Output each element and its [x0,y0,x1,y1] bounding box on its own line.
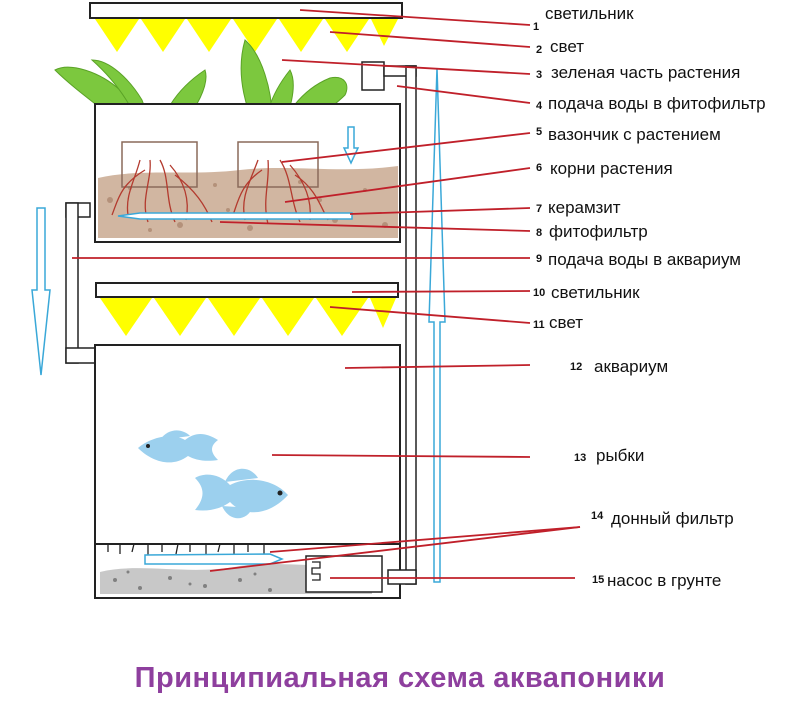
svg-text:свет: свет [550,37,584,56]
svg-text:зеленая часть растения: зеленая часть растения [551,63,740,82]
callout-4: 4 подача воды в фитофильтр [536,94,766,113]
svg-text:1: 1 [533,21,539,33]
svg-text:3: 3 [536,69,542,81]
callout-14: 14 донный фильтр [591,509,734,528]
pump-coil [311,561,321,581]
svg-text:подача воды в фитофильтр: подача воды в фитофильтр [548,94,766,113]
svg-text:рыбки: рыбки [596,446,644,465]
aquarium-light-cones [100,298,396,336]
fish-large [195,468,288,519]
phytofilter-flow-arrow [117,212,353,220]
callout-1: 1 светильник [533,4,634,33]
bottom-filter-slots [107,543,265,556]
svg-text:12: 12 [570,361,582,373]
callout-9: 9 подача воды в аквариум [536,250,741,269]
callout-lines [72,9,581,579]
svg-text:аквариум: аквариум [594,357,668,376]
callout-10: 10 светильник [533,283,640,302]
plant-pot-right [237,141,319,188]
callout-13: 13 рыбки [574,446,644,465]
svg-text:светильник: светильник [551,283,640,302]
water-pipe-to-aquarium [65,202,101,364]
gravel-speckles [113,570,272,592]
svg-text:7: 7 [536,203,542,215]
svg-text:2: 2 [536,44,542,56]
svg-text:фитофильтр: фитофильтр [549,222,648,241]
callout-12: 12 аквариум [570,357,668,376]
down-flow-arrow [31,207,51,376]
svg-text:10: 10 [533,287,545,299]
svg-text:подача воды в аквариум: подача воды в аквариум [548,250,741,269]
svg-text:донный фильтр: донный фильтр [611,509,734,528]
callout-11: 11 свет [533,313,583,332]
diagram-caption: Принципиальная схема аквапоники [134,662,666,694]
callout-15: 15 насос в грунте [592,571,721,590]
fish-eye-large [277,490,283,496]
svg-text:14: 14 [591,510,604,522]
top-light-cones [95,19,398,52]
bottom-flow-arrow [144,553,284,565]
svg-text:8: 8 [536,227,542,239]
aquarium-lamp [95,282,399,298]
svg-text:керамзит: керамзит [548,198,621,217]
svg-text:13: 13 [574,452,586,464]
svg-text:5: 5 [536,126,542,138]
gravel [100,562,372,594]
svg-text:светильник: светильник [545,4,634,23]
callout-5: 5 вазончик с растением [536,125,721,144]
svg-text:11: 11 [533,319,545,331]
svg-text:свет: свет [549,313,583,332]
svg-text:насос в грунте: насос в грунте [607,571,721,590]
pump-outlet [387,569,417,585]
svg-text:4: 4 [536,100,543,112]
callout-8: 8 фитофильтр [536,222,648,241]
callout-2: 2 свет [536,37,584,56]
expanded-clay [98,166,398,238]
callout-7: 7 керамзит [536,198,621,217]
callout-3: 3 зеленая часть растения [536,63,740,82]
svg-text:вазончик с растением: вазончик с растением [548,125,721,144]
svg-text:9: 9 [536,253,542,265]
callout-6: 6 корни растения [536,159,673,178]
plant-pot-left [121,141,198,188]
fish-eye-small [146,444,150,448]
top-lamp [89,2,403,19]
svg-text:6: 6 [536,162,542,174]
svg-text:корни растения: корни растения [550,159,673,178]
fish-small [138,430,218,463]
svg-text:15: 15 [592,574,604,586]
